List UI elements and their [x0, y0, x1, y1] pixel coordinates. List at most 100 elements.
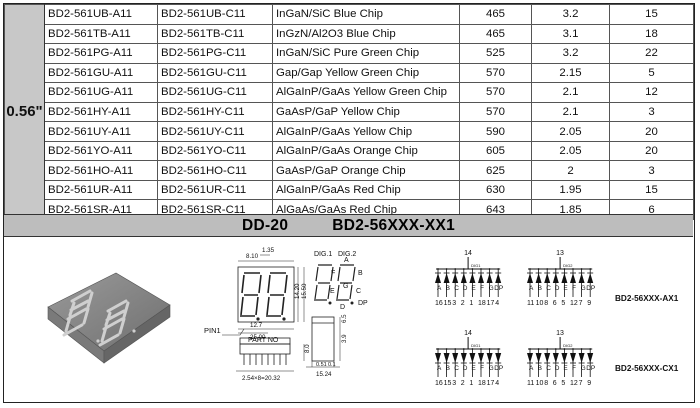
- segment-label: G: [581, 365, 586, 372]
- dim-side-a: 0.51: [316, 362, 327, 368]
- segment-label: B: [446, 285, 450, 292]
- pin-number: 5: [561, 300, 565, 307]
- segment-label: E: [471, 365, 476, 372]
- pin-number: 11: [527, 300, 534, 307]
- common-cathode-part: BD2-561UB-A11: [44, 4, 158, 25]
- circuit-diagrams: 14DIG1A16B15C3D2E1F18G17DP413DIG2A11B10C…: [435, 250, 679, 387]
- common-anode-part: BD2-561GU-C11: [157, 62, 273, 84]
- wavelength-value: 570: [459, 62, 532, 84]
- chip-material: AlGaInP/GaAs Orange Chip: [272, 140, 460, 162]
- luminous-intensity: 3: [609, 101, 694, 123]
- common-anode-part: BD2-561HO-C11: [157, 160, 273, 181]
- part-no-label: PART NO: [248, 337, 279, 344]
- pin-number: 9: [587, 300, 591, 307]
- diode-symbol: [578, 353, 585, 363]
- pin-number: 18: [478, 380, 486, 387]
- common-cathode-part: BD2-561GU-A11: [44, 62, 158, 84]
- diode-symbol: [544, 353, 551, 363]
- pin-number: 8: [544, 380, 548, 387]
- diode-symbol: [535, 273, 542, 283]
- segment-label: G: [489, 365, 494, 372]
- chip-material: InGzN/Al2O3 Blue Chip: [272, 23, 460, 45]
- forward-voltage: 2.15: [531, 62, 610, 84]
- dim-seg-gap: 8.10: [246, 253, 259, 260]
- pin-number: 15: [444, 300, 452, 307]
- diode-symbol: [460, 273, 467, 283]
- common-cathode-part: BD2-561PG-A11: [44, 43, 158, 64]
- dim-side-total: 6.5: [341, 314, 348, 323]
- pin-number: 1: [469, 380, 473, 387]
- luminous-intensity: 15: [609, 179, 694, 201]
- diode-symbol: [452, 273, 459, 283]
- segment-label: DP: [586, 365, 595, 372]
- segment-label: A: [437, 365, 442, 372]
- digit-tag: DIG2: [563, 343, 573, 348]
- common-anode-part: BD2-561UR-C11: [157, 179, 273, 201]
- size-cell: 0.56": [4, 4, 45, 221]
- diode-symbol: [495, 273, 502, 283]
- common-anode-part: BD2-561UB-C11: [157, 4, 273, 25]
- pin-number: 8: [544, 300, 548, 307]
- legend-a: A: [344, 257, 349, 264]
- pin-number: 3: [452, 300, 456, 307]
- segment-label: E: [471, 285, 476, 292]
- diode-symbol: [587, 353, 594, 363]
- circuit-cx1-label: BD2-56XXX-CX1: [615, 364, 679, 373]
- legend-e: E: [330, 288, 335, 295]
- diode-symbol: [527, 273, 533, 283]
- dim-top: 1.35: [262, 247, 275, 254]
- digit-tag: DIG1: [471, 263, 481, 268]
- segment-label: D: [463, 365, 468, 372]
- segment-label: B: [446, 365, 450, 372]
- model-heading: DD-20 BD2-56XXX-XX1: [4, 214, 693, 237]
- pin-number: 12: [570, 300, 578, 307]
- wavelength-value: 465: [459, 23, 532, 45]
- pin-number: 17: [487, 300, 495, 307]
- segment-label: A: [529, 365, 534, 372]
- pin1-label: PIN1: [204, 326, 221, 335]
- common-cathode-part: BD2-561UR-A11: [44, 179, 158, 201]
- dim-digit-pitch: 12.7: [250, 322, 263, 329]
- segment-label: G: [489, 285, 494, 292]
- diode-symbol: [478, 273, 484, 283]
- diode-symbol: [552, 353, 559, 363]
- chip-material: Gap/Gap Yellow Green Chip: [272, 62, 460, 84]
- common-anode-part: BD2-561UY-C11: [157, 121, 273, 142]
- legend-dp: DP: [358, 300, 368, 307]
- common-anode-part: BD2-561UG-C11: [157, 82, 273, 103]
- forward-voltage: 2: [531, 160, 610, 181]
- luminous-intensity: 20: [609, 140, 694, 162]
- common-cathode-part: BD2-561HO-A11: [44, 160, 158, 181]
- diode-symbol: [469, 273, 476, 283]
- dim-height-b: 15.50: [301, 283, 308, 299]
- pin-number: 16: [435, 300, 443, 307]
- diode-symbol: [486, 273, 493, 283]
- pin-number: 15: [444, 380, 452, 387]
- legend-dig2: DIG.2: [338, 251, 356, 258]
- diode-symbol: [570, 273, 576, 283]
- diode-symbol: [535, 353, 542, 363]
- pin-number: 16: [435, 380, 443, 387]
- common-anode-part: BD2-561TB-C11: [157, 23, 273, 45]
- chip-material: GaAsP/GaP Orange Chip: [272, 160, 460, 181]
- segment-label: D: [463, 285, 468, 292]
- chip-material: AlGaInP/GaAs Yellow Green Chip: [272, 82, 460, 103]
- forward-voltage: 2.05: [531, 140, 610, 162]
- diode-symbol: [478, 353, 484, 363]
- diode-symbol: [561, 273, 568, 283]
- dim-height-a: 14.20: [294, 283, 301, 299]
- digit-tag: DIG2: [563, 263, 573, 268]
- pin-number: 6: [553, 380, 557, 387]
- pin-number: 4: [495, 380, 499, 387]
- pin-number: 7: [579, 300, 583, 307]
- pin-number: 12: [570, 380, 578, 387]
